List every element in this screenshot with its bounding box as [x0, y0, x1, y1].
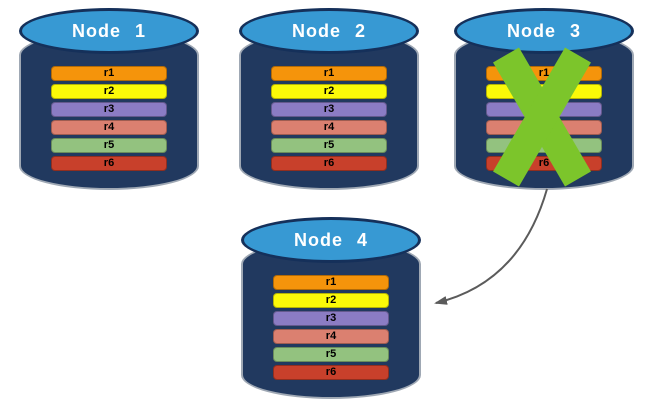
row-r4: r4	[273, 329, 389, 344]
node-1: Node 1 r1 r2 r3 r4 r5 r6	[19, 8, 199, 190]
row-r3: r3	[273, 311, 389, 326]
row-r4: r4	[486, 120, 602, 135]
node-2-cylinder-top: Node 2	[239, 8, 419, 54]
row-r1: r1	[271, 66, 387, 81]
row-r1: r1	[51, 66, 167, 81]
node-2-rows: r1 r2 r3 r4 r5 r6	[271, 66, 387, 171]
node-4: Node 4 r1 r2 r3 r4 r5 r6	[241, 217, 421, 399]
row-r5: r5	[271, 138, 387, 153]
node-2-title: Node 2	[291, 20, 366, 41]
node-4-cylinder-top: Node 4	[241, 217, 421, 263]
row-r5: r5	[486, 138, 602, 153]
row-r3: r3	[271, 102, 387, 117]
row-r2: r2	[273, 293, 389, 308]
row-r1: r1	[486, 66, 602, 81]
row-r2: r2	[271, 84, 387, 99]
node-2: Node 2 r1 r2 r3 r4 r5 r6	[239, 8, 419, 190]
node-1-cylinder-top: Node 1	[19, 8, 199, 54]
node-3-title: Node 3	[506, 20, 581, 41]
row-r5: r5	[273, 347, 389, 362]
row-r3: r3	[51, 102, 167, 117]
node-3-cylinder-top: Node 3	[454, 8, 634, 54]
row-r4: r4	[51, 120, 167, 135]
row-r6: r6	[273, 365, 389, 380]
node-4-title: Node 4	[293, 229, 368, 250]
row-r1: r1	[273, 275, 389, 290]
row-r6: r6	[271, 156, 387, 171]
node-1-title: Node 1	[71, 20, 146, 41]
node-3-rows: r1 r2 r3 r4 r5 r6	[486, 66, 602, 171]
node-1-rows: r1 r2 r3 r4 r5 r6	[51, 66, 167, 171]
row-r6: r6	[486, 156, 602, 171]
row-r5: r5	[51, 138, 167, 153]
node-3: Node 3 r1 r2 r3 r4 r5 r6	[454, 8, 634, 190]
row-r2: r2	[486, 84, 602, 99]
row-r3: r3	[486, 102, 602, 117]
row-r6: r6	[51, 156, 167, 171]
row-r4: r4	[271, 120, 387, 135]
node-4-rows: r1 r2 r3 r4 r5 r6	[273, 275, 389, 380]
row-r2: r2	[51, 84, 167, 99]
